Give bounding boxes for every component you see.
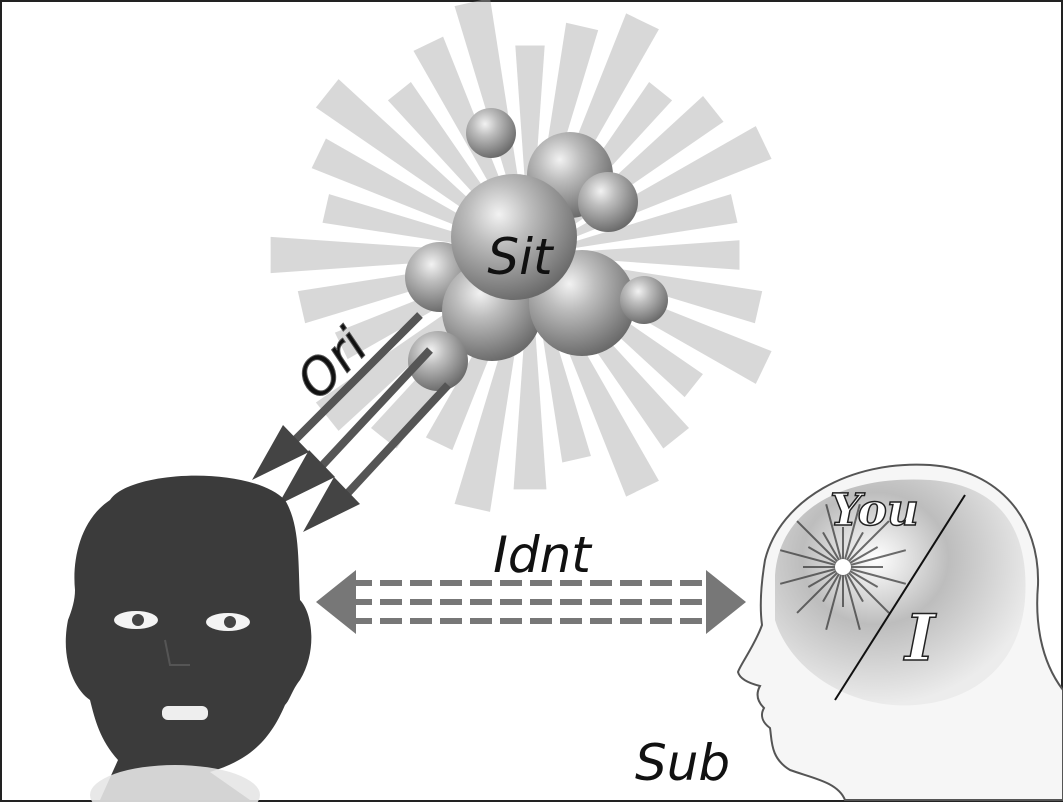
arrow-shaft — [287, 312, 423, 448]
subject-label: Sub — [635, 734, 730, 792]
sphere — [620, 276, 668, 324]
head-silhouette — [65, 475, 312, 800]
situation-label: Sit — [487, 228, 555, 286]
ray — [270, 236, 530, 274]
star-ray — [796, 566, 844, 614]
identification-label: Idnt — [493, 526, 593, 584]
nose — [164, 639, 190, 666]
identification-arrow: Idnt — [316, 526, 746, 634]
ray — [513, 255, 547, 490]
star-ray — [842, 503, 861, 568]
sphere — [408, 331, 468, 391]
you-label: You — [830, 485, 919, 536]
star-ray — [825, 566, 844, 631]
mouth — [162, 706, 208, 720]
star-ray — [842, 566, 861, 631]
subject-head: You I — [736, 463, 1063, 801]
sphere — [578, 172, 638, 232]
ray — [515, 45, 545, 256]
star-ray — [779, 566, 844, 585]
arrowhead-right — [706, 570, 746, 634]
star-ray — [779, 549, 844, 568]
sphere — [466, 108, 516, 158]
star-ray — [842, 549, 907, 568]
left-eye — [114, 611, 158, 629]
arrowhead — [278, 450, 335, 505]
arrow-shaft — [343, 382, 451, 498]
head-glow — [775, 479, 1026, 706]
ray — [530, 240, 740, 270]
star-ray — [842, 566, 890, 614]
sphere-center — [451, 174, 577, 300]
star-ray — [842, 520, 890, 568]
right-eye — [206, 613, 250, 631]
ray — [530, 194, 738, 255]
situation-cluster: Sit — [270, 0, 772, 512]
arrowhead — [252, 425, 309, 480]
star-center — [835, 559, 851, 575]
observer-head — [65, 475, 312, 802]
divider-line — [834, 494, 966, 701]
star-ray — [842, 566, 907, 585]
arrowhead-left — [316, 570, 356, 634]
arrowhead — [303, 477, 360, 532]
star-ray — [796, 520, 844, 568]
neck-fade — [90, 765, 260, 802]
inner-star — [779, 503, 907, 631]
i-label: I — [903, 601, 937, 676]
arrow-shaft — [315, 347, 433, 473]
star-ray — [825, 503, 844, 568]
